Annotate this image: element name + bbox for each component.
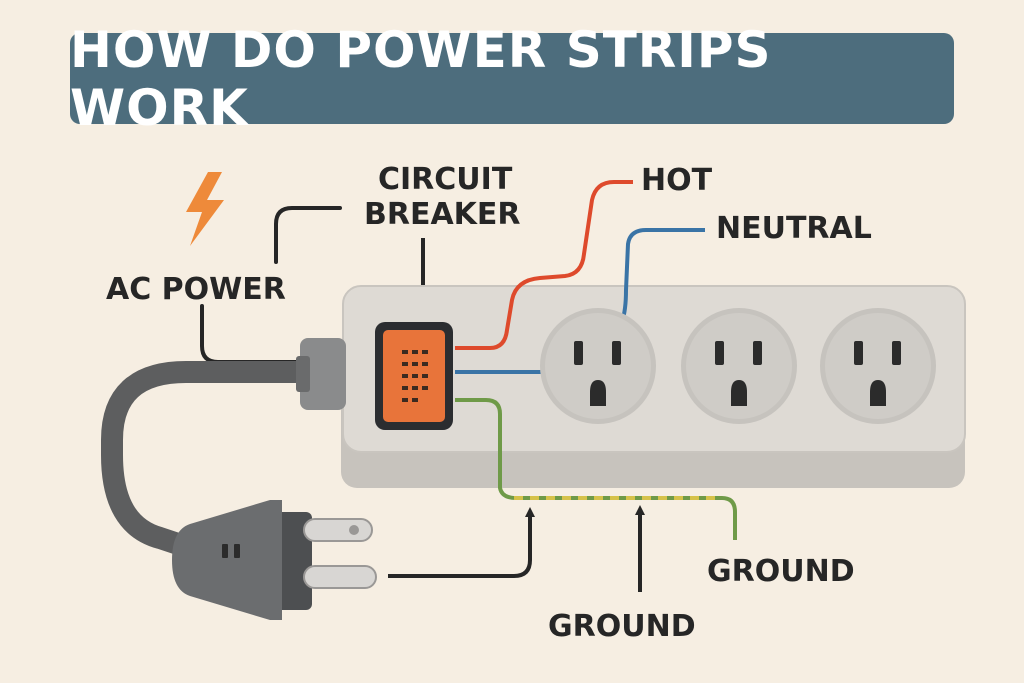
title-banner: HOW DO POWER STRIPS WORK [70, 21, 954, 137]
label-ground-bottom: GROUND [548, 609, 696, 644]
diagram-title: HOW DO POWER STRIPS WORK [70, 20, 772, 137]
label-circuit-breaker-line1: CIRCUIT [378, 162, 513, 197]
label-circuit-breaker-line2: BREAKER [364, 197, 521, 232]
ac-power-leader [200, 304, 302, 364]
hot-wire [455, 180, 633, 350]
outlet-1 [540, 308, 656, 424]
label-ac-power: AC POWER [106, 272, 286, 307]
label-neutral: NEUTRAL [716, 211, 872, 246]
circuit-breaker-marks [402, 350, 428, 402]
ground-wire [455, 398, 737, 540]
circuit-breaker-leader-top [274, 206, 342, 264]
neutral-wire-lead [620, 228, 705, 323]
outlet-2 [681, 308, 797, 424]
power-cord [101, 361, 317, 559]
lightning-icon [186, 172, 224, 246]
label-ground-right: GROUND [707, 554, 855, 589]
plug [172, 500, 377, 620]
ground-arrow-left [388, 507, 535, 578]
cord-collar [296, 356, 310, 392]
cord-connector [300, 338, 346, 410]
outlet-3 [820, 308, 936, 424]
label-hot: HOT [641, 163, 713, 198]
